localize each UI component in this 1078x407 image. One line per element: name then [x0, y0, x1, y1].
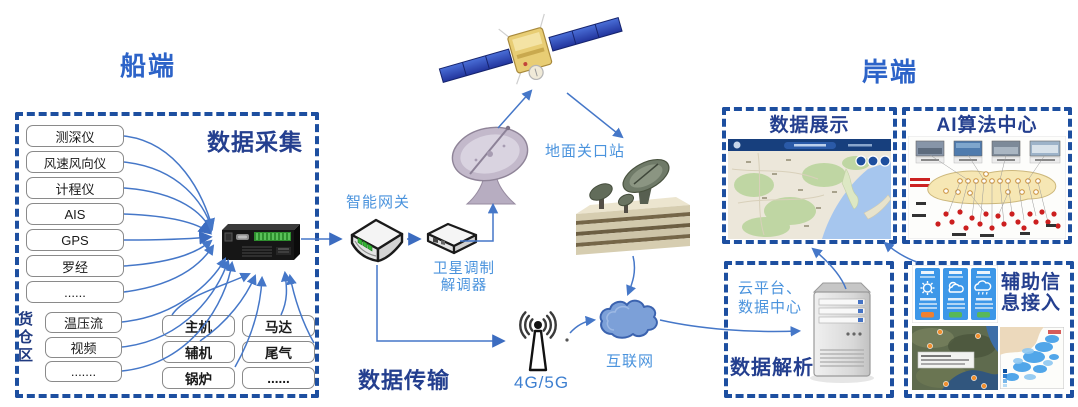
- satellite-dish-icon: [451, 125, 529, 205]
- data-display-panel: [722, 107, 897, 244]
- sun-icon: [920, 281, 935, 295]
- sensor-box: 罗经: [26, 255, 124, 277]
- engine-box: ......: [242, 367, 315, 389]
- cargo-box: 视频: [45, 337, 122, 358]
- engine-box: 锅炉: [162, 367, 235, 389]
- ai-center-title: AI算法中心: [936, 115, 1038, 136]
- cargo-box: 温压流: [45, 312, 122, 333]
- modem-label: 卫星调制 解调器: [433, 261, 495, 294]
- sensor-box: GPS: [26, 229, 124, 251]
- satellite-modem-icon: [426, 222, 478, 255]
- gateway-device-icon: [350, 218, 404, 263]
- ai-center-panel: [902, 107, 1072, 244]
- shore-side-title: 岸端: [862, 57, 919, 87]
- gateway-label: 智能网关: [346, 194, 411, 211]
- cloud-platform-label: 云平台、 数据中心: [738, 280, 803, 316]
- engine-box: 主机: [162, 315, 235, 337]
- precipitation-map-image: [1000, 327, 1064, 389]
- engine-box: 辅机: [162, 341, 235, 363]
- weather-forecast-image: [912, 265, 998, 323]
- server-tower-icon: [810, 282, 874, 383]
- internet-label: 互联网: [606, 353, 655, 370]
- data-collector-device-icon: [222, 224, 300, 260]
- aux-info-panel: [904, 261, 1074, 398]
- sensor-box: 计程仪: [26, 177, 124, 199]
- cellular-antenna-icon: [519, 311, 557, 372]
- data-display-title: 数据展示: [769, 115, 850, 136]
- engine-box: 马达: [242, 315, 315, 337]
- ship-data-collection-box: [15, 112, 319, 398]
- satellite-icon: [438, 13, 623, 85]
- cargo-box: .......: [45, 361, 122, 382]
- ship-side-title: 船端: [120, 51, 177, 81]
- cargo-area-label: 货仓区: [16, 311, 33, 365]
- data-transmission-title: 数据传输: [358, 368, 451, 393]
- internet-cloud-icon: [599, 299, 658, 339]
- map-legend: [1003, 369, 1007, 387]
- data-collection-title: 数据采集: [207, 129, 303, 155]
- sensor-box: AIS: [26, 203, 124, 225]
- cellular-label: 4G/5G: [514, 373, 570, 392]
- map-screenshot: [728, 139, 891, 239]
- satellite-map-image: [912, 326, 998, 390]
- sensor-box: 风速风向仪: [26, 151, 124, 173]
- engine-box: 尾气: [242, 341, 315, 363]
- sensor-box: 测深仪: [26, 125, 124, 147]
- ai-analysis-image: [908, 136, 1066, 239]
- ground-station-icon: [576, 158, 690, 255]
- partly-cloudy-icon: [948, 281, 964, 293]
- data-parse-title: 数据解析: [730, 357, 814, 379]
- aux-info-title: 辅助信 息接入: [1000, 272, 1061, 314]
- rain-cloud-icon: [974, 280, 992, 295]
- ground-station-label: 地面关口站: [545, 143, 626, 160]
- sensor-box: ......: [26, 281, 124, 303]
